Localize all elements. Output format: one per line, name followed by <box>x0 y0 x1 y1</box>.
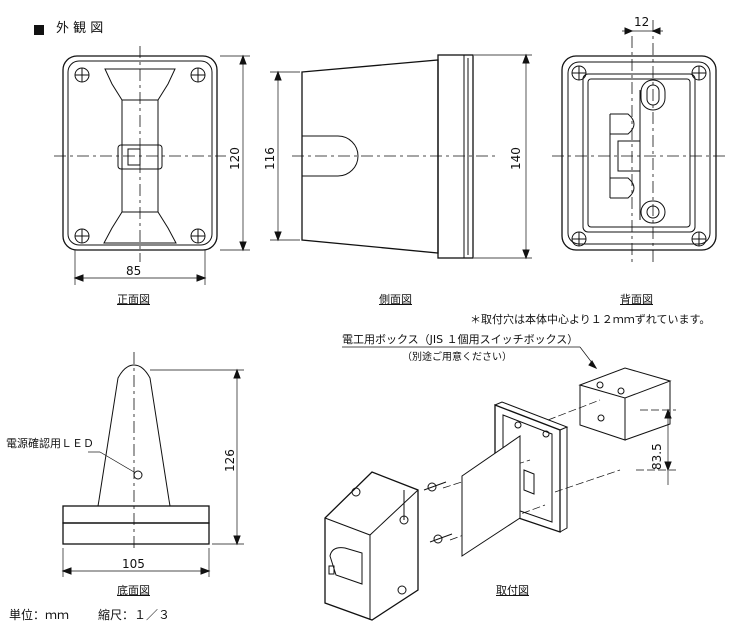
page-title: 外 観 図 <box>56 21 104 36</box>
led-label: 電源確認用ＬＥＤ <box>6 437 94 450</box>
mounting-screw-icons <box>423 481 453 544</box>
scale-label: 縮尺：１／３ <box>98 608 171 622</box>
dim-front-width: 85 <box>126 264 142 278</box>
caption-bottom-view: 底面図 <box>117 584 150 597</box>
back-view <box>552 20 726 262</box>
dim-side-right: 140 <box>509 147 523 170</box>
dim-bottom-height: 126 <box>223 449 237 472</box>
dim-back-offset: 12 <box>634 15 650 29</box>
unit-label: 単位：ｍｍ <box>9 608 70 622</box>
corner-screw-icons-back <box>571 65 707 247</box>
note-hole-offset: ＊取付穴は本体中心より１２ｍｍずれています。 <box>470 313 711 326</box>
title-square-icon <box>34 25 44 35</box>
note-box-name: 電工用ボックス（JIS １個用スイッチボックス） <box>342 333 579 346</box>
dim-bottom-width: 105 <box>122 557 145 571</box>
note-box-separate: （別途ご用意ください） <box>402 352 512 363</box>
caption-side-view: 側面図 <box>379 293 412 306</box>
dim-side-left: 116 <box>263 147 277 170</box>
side-view <box>270 53 532 260</box>
bottom-view <box>61 352 244 577</box>
dim-front-height: 120 <box>228 147 242 170</box>
caption-mounting-view: 取付図 <box>496 584 529 597</box>
caption-front-view: 正面図 <box>117 293 150 306</box>
dim-box-depth: 83.5 <box>650 443 664 470</box>
front-view <box>54 46 250 285</box>
corner-screw-icons <box>74 67 206 244</box>
mounting-view <box>324 346 676 621</box>
caption-back-view: 背面図 <box>620 293 653 306</box>
